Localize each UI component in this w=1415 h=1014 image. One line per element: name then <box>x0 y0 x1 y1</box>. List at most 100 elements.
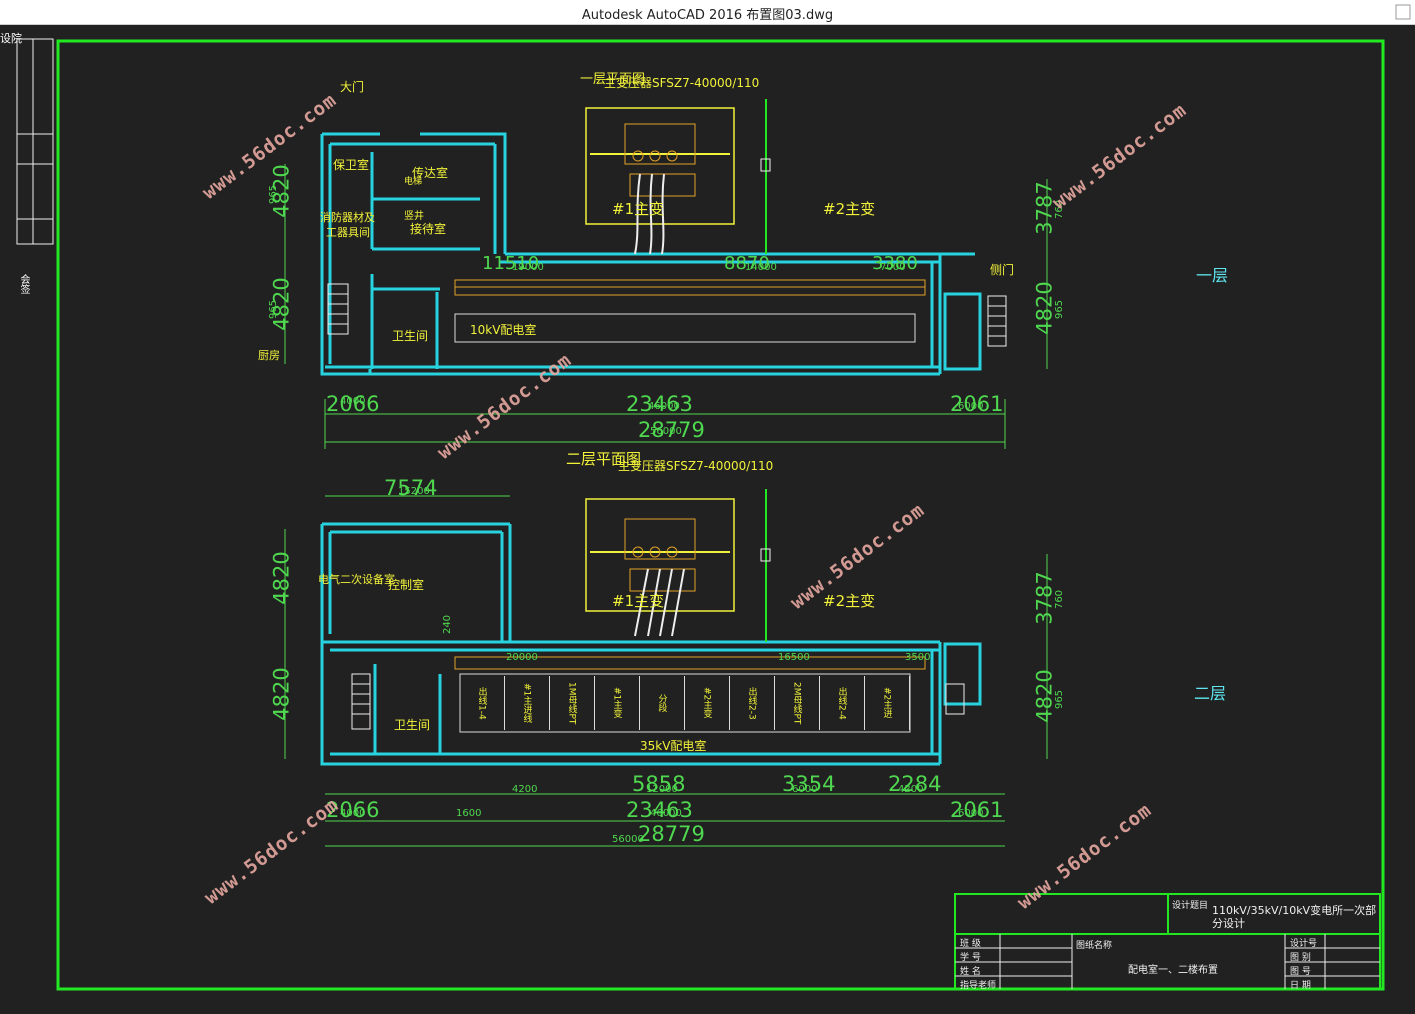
floor2-switch-room: 35kV配电室 <box>640 739 707 753</box>
floor1-dim-c: 3380 <box>872 253 918 274</box>
floor2-transformer-body <box>624 518 696 592</box>
floor2-dim-lines <box>284 495 1048 847</box>
floor2-dim-m2: 3354 <box>782 772 836 796</box>
floor1-dim-a: 11510 <box>482 253 540 274</box>
floor2-dim-r1: 760 <box>1054 589 1066 610</box>
floor2-transformer-2: #2主变 <box>823 592 876 610</box>
cabinet-label: 出线1-4 <box>476 686 487 720</box>
cabinet-label: 出线2-3 <box>746 686 757 720</box>
floor1-dim-l2: 965 <box>268 299 280 320</box>
floor2-dim-left-bottom: 4820 <box>269 667 294 721</box>
tb-left-row-1: 班 级 <box>960 939 981 949</box>
floor2-control-room: 控制室 <box>388 578 425 592</box>
floor2-heading: 二层平面图 <box>566 450 642 468</box>
left-strip-side-text: 会签 <box>18 274 29 294</box>
floor1-transformer-box <box>585 107 735 225</box>
design-title: 110kV/35kV/10kV变电所一次部分设计 <box>1212 904 1377 930</box>
switchgear-cabinet: #1主进线 <box>505 676 550 730</box>
floor2-dim-s1: 4000 <box>340 808 366 819</box>
cabinet-label: #2主进 <box>881 687 892 719</box>
floor2-cable-trench <box>454 656 926 670</box>
floor2-label: 二层 <box>1194 684 1227 703</box>
floor2-transformer-title: 主变压器SFSZ7-40000/110 <box>618 459 774 473</box>
floor1-switchgear-row <box>454 313 916 343</box>
floor1-dim-s4: 56000 <box>650 426 682 437</box>
floor1-dim-seg2: 14000 <box>745 262 777 273</box>
left-signoff-strip <box>16 38 54 245</box>
floor1-transformer-2: #2主变 <box>823 200 876 218</box>
close-icon[interactable] <box>1395 4 1411 20</box>
floor2-plan <box>320 522 982 766</box>
floor1-stair-note: 电梯 <box>404 177 423 187</box>
floor1-switch-room: 10kV配电室 <box>470 323 537 337</box>
floor2-dim-m3: 2284 <box>888 772 942 796</box>
switchgear-cabinet: 出线2-3 <box>730 676 775 730</box>
floor2-secondary-room: 电气二次设备室 <box>318 573 395 586</box>
switchgear-cabinet: 2M母线PT <box>775 676 820 730</box>
floor2-dim-small: 240 <box>442 614 454 635</box>
tb-left-row-3: 姓 名 <box>960 967 981 977</box>
switchgear-cabinet: 出线2-4 <box>820 676 865 730</box>
floor2-dim-seg3: 3500 <box>905 652 931 663</box>
switchgear-cabinet: 分段 <box>640 676 685 730</box>
floor1-transformer-1: #1主变 <box>612 200 665 218</box>
floor2-dim-s9: 4200 <box>898 784 924 795</box>
floor1-dim-s3: 6000 <box>958 401 984 412</box>
tb-left-row-4: 指导老师 <box>960 981 997 991</box>
tb-right-row-2: 图 别 <box>1290 953 1311 963</box>
tb-left-row-2: 学 号 <box>960 953 981 963</box>
cabinet-label: #2主变 <box>701 687 712 719</box>
floor2-dim-s4: 56000 <box>612 834 644 845</box>
floor2-dim-s3: 6000 <box>958 808 984 819</box>
floor2-dim-seg2: 16500 <box>778 652 810 663</box>
floor1-dim-w1: 2066 <box>326 392 380 416</box>
drawing-canvas[interactable]: 设院 会签 一层平面图 主变压器SFSZ7-40000/110 大门 保卫室 传… <box>0 24 1415 1014</box>
tb-right-row-4: 日 期 <box>1290 981 1311 991</box>
floor2-dim-r2: 965 <box>1054 689 1066 710</box>
floor2-dim-s6: 4200 <box>512 784 538 795</box>
floor1-toilet: 卫生间 <box>392 329 429 343</box>
cabinet-label: 出线2-4 <box>836 686 847 720</box>
drawing-name: 配电室一、二楼布置 <box>1128 965 1218 976</box>
switchgear-cabinet: #1主变 <box>595 676 640 730</box>
floor1-transformer-title: 主变压器SFSZ7-40000/110 <box>604 76 760 90</box>
window-title: Autodesk AutoCAD 2016 布置图03.dwg <box>581 8 834 23</box>
left-strip-top-text: 设院 <box>0 32 22 45</box>
floor1-dim-seg3: 7000 <box>880 262 906 273</box>
cad-drawing <box>16 38 1385 991</box>
floor2-cabinet-labels: 出线1-4 #1主进线 1M母线PT #1主变 分段 #2主变 出线2-3 2M母线PT 出线2… <box>460 676 910 730</box>
floor1-dim-w3: 2061 <box>950 392 1004 416</box>
floor1-main-gate: 大门 <box>340 80 365 94</box>
floor2-dim-total: 28779 <box>638 822 705 846</box>
drawing-name-label: 图纸名称 <box>1076 941 1113 951</box>
floor1-side-gate: 侧门 <box>990 263 1015 277</box>
title-block-grid <box>955 934 1380 989</box>
floor1-dim-lines <box>284 164 1048 449</box>
floor1-tools-room-2: 工器具间 <box>326 226 370 239</box>
floor1-dim-b: 8870 <box>724 253 770 274</box>
floor1-dim-w2: 23463 <box>626 392 693 416</box>
cabinet-label: 2M母线PT <box>791 681 802 725</box>
tb-right-row-1: 设计号 <box>1290 939 1318 949</box>
switchgear-cabinet: #2主进 <box>865 676 910 730</box>
cabinet-label: 1M母线PT <box>566 681 577 725</box>
switchgear-cabinet: 出线1-4 <box>460 676 505 730</box>
floor1-reception-room: 传达室 <box>412 166 449 180</box>
cabinet-label: #1主变 <box>611 687 622 719</box>
floor1-plan <box>320 132 982 376</box>
design-title-label: 设计题目 <box>1172 901 1209 911</box>
floor1-dim-total: 28779 <box>638 418 705 442</box>
floor1-waiting-room: 接待室 <box>410 222 447 236</box>
floor1-tools-room-1: 消防器材及 <box>320 211 375 224</box>
floor2-transformer-box <box>585 498 735 612</box>
floor2-dim-w3: 2061 <box>950 798 1004 822</box>
floor1-dim-l1: 965 <box>268 184 280 205</box>
floor2-dim-left-top: 4820 <box>269 551 294 605</box>
floor1-shaft: 竖井 <box>404 211 424 222</box>
floor2-dim-s7: 12000 <box>646 784 678 795</box>
floor1-heading: 一层平面图 <box>580 72 646 87</box>
floor2-dim-top-s: 15200 <box>398 486 430 497</box>
floor1-dim-s1: 4000 <box>340 396 366 407</box>
switchgear-cabinet: 1M母线PT <box>550 676 595 730</box>
drawing-frame <box>56 39 1385 991</box>
